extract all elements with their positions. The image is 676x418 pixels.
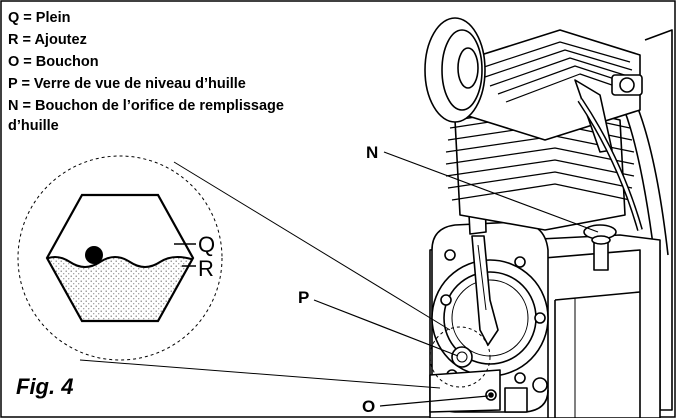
callout-p-leader [313,299,459,357]
figure-caption: Fig. 4 [16,374,73,399]
legend-line-1: Q = Plein [8,10,70,26]
callout-n-leader [383,151,599,233]
callout-o-leader [379,395,489,407]
legend-line-2: R = Ajoutez [8,32,87,48]
callout-o: O [362,397,375,416]
gauge-label-r: R [198,256,214,281]
zoom-line-top [173,161,451,331]
compressor-pump [424,17,673,418]
legend: Q = Plein R = Ajoutez O = Bouchon P = Ve… [8,10,284,134]
callout-p: P [298,288,309,307]
legend-line-4: P = Verre de vue de niveau d’huille [8,76,246,92]
sight-glass-detail: Q R [17,155,223,361]
sight-glass-hexagon [45,193,195,323]
gauge-label-q: Q [198,232,215,257]
legend-line-3: O = Bouchon [8,54,99,70]
legend-line-5: N = Bouchon de l’orifice de remplissage [8,98,284,114]
legend-line-6: d’huille [8,118,59,134]
zoom-line-bottom [79,359,441,389]
callout-n: N [366,143,378,162]
level-indicator-ball [85,246,103,264]
sight-glass-dashed-circle [429,326,491,388]
